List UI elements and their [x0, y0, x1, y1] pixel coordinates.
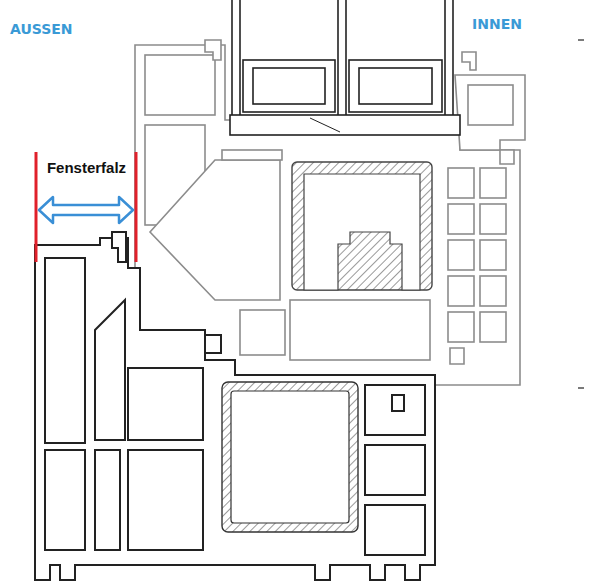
rebate-marker	[36, 152, 136, 262]
sash-chamber	[480, 276, 506, 306]
side-label: AUSSEN	[10, 22, 73, 37]
sash-chamber	[448, 276, 474, 306]
sash-chamber	[480, 312, 506, 342]
sash-chamber	[480, 168, 506, 198]
frame-profile	[35, 232, 435, 580]
side-label: INNEN	[472, 17, 522, 32]
sash-chamber	[480, 204, 506, 234]
sash-chamber	[448, 204, 474, 234]
sash-steel-reinforcement	[292, 162, 432, 290]
sash-chamber	[448, 312, 474, 342]
glazing-unit	[230, 0, 460, 135]
sash-chamber	[480, 240, 506, 270]
frame-steel-reinforcement	[222, 382, 358, 532]
rebate-label: Fensterfalz	[47, 160, 126, 177]
sash-chamber	[448, 168, 474, 198]
sash-chamber	[448, 240, 474, 270]
edge-ticks	[578, 40, 584, 388]
